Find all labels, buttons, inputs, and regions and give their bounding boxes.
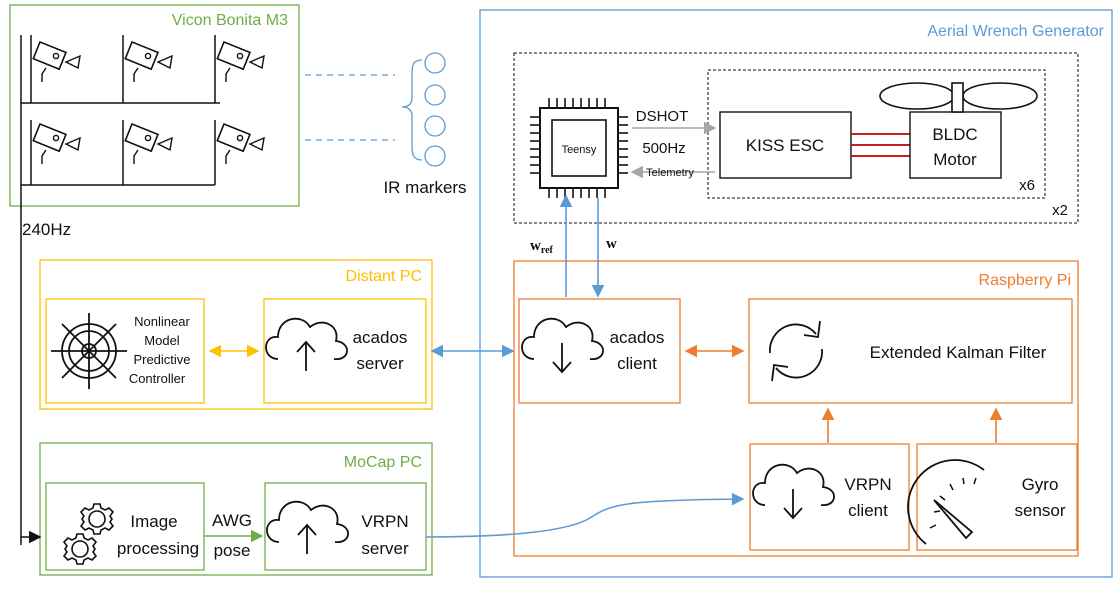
gyro-line1: Gyro	[1022, 475, 1059, 494]
ekf-box	[748, 298, 1073, 404]
marker-brace	[401, 59, 423, 161]
awg-dashed-outer	[513, 52, 1079, 224]
mocap-pc-title: MoCap PC	[344, 454, 422, 471]
wref-label: wref	[530, 238, 554, 256]
nmpc-box	[45, 298, 205, 404]
awg-frame	[479, 9, 1113, 578]
ship-wheel-icon	[51, 313, 127, 389]
camera-icon	[216, 123, 265, 165]
ekf-label: Extended Kalman Filter	[870, 343, 1047, 362]
ir-markers	[424, 52, 446, 167]
teensy-chip-icon	[530, 98, 628, 198]
teensy-label: Teensy	[562, 144, 597, 156]
vrpn-server-line2: server	[361, 539, 409, 558]
vicon-frame	[9, 4, 300, 207]
vicon-rate-label: 240Hz	[22, 220, 71, 239]
cloud-upload-icon	[266, 500, 349, 555]
motor-label-line1: BLDC	[932, 125, 977, 144]
cloud-download-icon	[521, 317, 604, 373]
awg-title: Aerial Wrench Generator	[927, 23, 1104, 40]
dshot-label: DSHOT	[636, 108, 689, 125]
telemetry-label: Telemetry	[646, 167, 694, 179]
cloud-download-icon	[752, 463, 835, 519]
vrpn-server-line1: VRPN	[361, 512, 408, 531]
camera-icon	[216, 41, 265, 83]
acados-server-box	[263, 298, 427, 404]
gears-icon	[63, 503, 114, 565]
camera-icon	[32, 41, 81, 83]
refresh-icon	[769, 320, 823, 382]
gyro-box	[916, 443, 1078, 551]
acados-server-line1: acados	[353, 328, 408, 347]
vicon-title: Vicon Bonita M3	[172, 12, 288, 29]
mocap-pc-frame	[39, 442, 433, 576]
vrpn-link	[425, 492, 745, 538]
distant-pc-frame	[39, 259, 433, 410]
raspberry-title: Raspberry Pi	[979, 272, 1071, 289]
svg-text:Predictive: Predictive	[133, 352, 190, 367]
distant-pc-title: Distant PC	[346, 268, 422, 285]
vrpn-client-line1: VRPN	[844, 475, 891, 494]
camera-icon	[124, 123, 173, 165]
ir-markers-label: IR markers	[383, 178, 466, 197]
esc-box	[719, 111, 852, 179]
vrpn-server-box	[264, 482, 427, 571]
image-processing-line1: Image	[130, 512, 177, 531]
esc-label: KISS ESC	[746, 136, 824, 155]
acados-client-line1: acados	[610, 328, 665, 347]
rate-500-label: 500Hz	[642, 140, 685, 157]
outer-multiplier: x2	[1052, 202, 1068, 219]
w-label: w	[606, 236, 617, 252]
camera-icon	[32, 123, 81, 165]
acados-client-line2: client	[617, 354, 657, 373]
nmpc-label: Nonlinear Model Predictive Controller	[129, 314, 191, 386]
svg-text:Model: Model	[144, 333, 180, 348]
vrpn-client-line2: client	[848, 501, 888, 520]
gyro-line2: sensor	[1014, 501, 1065, 520]
cloud-upload-icon	[265, 317, 348, 372]
motor-label-line2: Motor	[933, 150, 977, 169]
camera-icon	[124, 41, 173, 83]
image-processing-box	[45, 482, 205, 571]
awg-pose-line2: pose	[214, 541, 251, 560]
propeller-icon	[879, 82, 1038, 113]
acados-client-box	[518, 298, 681, 404]
acados-server-line2: server	[356, 354, 404, 373]
motor-box	[909, 111, 1002, 179]
phase-wires	[851, 133, 910, 157]
image-processing-line2: processing	[117, 539, 199, 558]
svg-text:Nonlinear: Nonlinear	[134, 314, 190, 329]
inner-multiplier: x6	[1019, 177, 1035, 194]
camera-rack	[20, 35, 220, 545]
raspberry-frame	[513, 260, 1079, 557]
vrpn-client-box	[749, 443, 910, 551]
svg-text:Controller: Controller	[129, 371, 186, 386]
gauge-icon	[907, 459, 985, 545]
awg-pose-line1: AWG	[212, 511, 252, 530]
